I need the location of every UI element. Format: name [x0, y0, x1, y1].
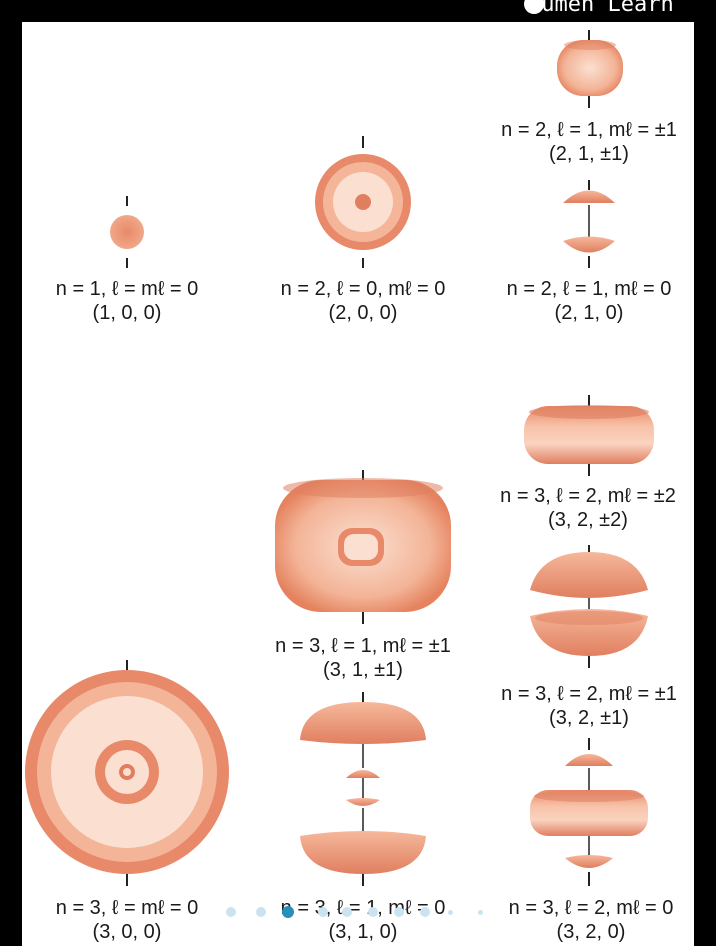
- orbital-2-1-0: [563, 180, 615, 268]
- quantum-numbers: n = 3, ℓ = 2, mℓ = 0: [508, 897, 674, 919]
- pager-dot[interactable]: [478, 910, 483, 915]
- label-3-2-pm2: n = 3, ℓ = 2, mℓ = ±2 (3, 2, ±2): [482, 484, 694, 532]
- pager-dot[interactable]: [420, 907, 430, 917]
- pager-dot[interactable]: [318, 907, 328, 917]
- quantum-numbers: n = 3, ℓ = 1, mℓ = ±1: [275, 635, 451, 657]
- orbital-3-1-0: [300, 692, 426, 886]
- orbital-coords: (3, 1, 0): [328, 921, 398, 943]
- pager-dot[interactable]: [394, 907, 404, 917]
- quantum-numbers: n = 2, ℓ = 1, mℓ = 0: [506, 278, 672, 300]
- orbital-coords: (2, 1, ±1): [549, 143, 629, 165]
- label-3-2-pm1: n = 3, ℓ = 2, mℓ = ±1 (3, 2, ±1): [484, 682, 694, 730]
- orbital-coords: (3, 2, ±2): [548, 509, 628, 531]
- label-2-1-0: n = 2, ℓ = 1, mℓ = 0 (2, 1, 0): [488, 277, 690, 325]
- quantum-numbers: n = 3, ℓ = 2, mℓ = ±1: [501, 683, 677, 705]
- quantum-numbers: n = 2, ℓ = 0, mℓ = 0: [280, 278, 446, 300]
- pager-dot[interactable]: [368, 907, 378, 917]
- logo-icon: [524, 0, 544, 14]
- label-2-1-pm1: n = 2, ℓ = 1, mℓ = ±1 (2, 1, ±1): [484, 118, 694, 166]
- label-3-2-0: n = 3, ℓ = 2, mℓ = 0 (3, 2, 0): [490, 896, 692, 944]
- label-3-1-pm1: n = 3, ℓ = 1, mℓ = ±1 (3, 1, ±1): [258, 634, 468, 682]
- orbital-3-1-pm1: [275, 470, 451, 624]
- orbital-3-2-pm2: [524, 395, 654, 476]
- orbital-3-0-0: [25, 660, 229, 886]
- orbital-1-0-0: [110, 196, 144, 268]
- orbital-3-2-0: [530, 738, 648, 886]
- quantum-numbers: n = 2, ℓ = 1, mℓ = ±1: [501, 119, 677, 141]
- orbital-coords: (3, 0, 0): [92, 921, 162, 943]
- orbital-coords: (3, 2, ±1): [549, 707, 629, 729]
- pager-dot[interactable]: [256, 907, 266, 917]
- orbital-coords: (2, 1, 0): [554, 302, 624, 324]
- quantum-numbers: n = 3, ℓ = mℓ = 0: [55, 897, 199, 919]
- quantum-numbers: n = 1, ℓ = mℓ = 0: [55, 278, 199, 300]
- orbital-2-1-pm1: [557, 30, 623, 108]
- orbital-coords: (2, 0, 0): [328, 302, 398, 324]
- orbital-2-0-0: [315, 136, 411, 268]
- orbital-coords: (3, 1, ±1): [323, 659, 403, 681]
- pager-dot-active[interactable]: [282, 906, 294, 918]
- pager-dot[interactable]: [448, 910, 453, 915]
- pager-dot[interactable]: [226, 907, 236, 917]
- label-2-0-0: n = 2, ℓ = 0, mℓ = 0 (2, 0, 0): [262, 277, 464, 325]
- label-3-0-0: n = 3, ℓ = mℓ = 0 (3, 0, 0): [37, 896, 217, 944]
- orbital-coords: (1, 0, 0): [92, 302, 162, 324]
- brand-text: Lumen Learn: [528, 0, 674, 17]
- label-1-0-0: n = 1, ℓ = mℓ = 0 (1, 0, 0): [37, 277, 217, 325]
- orbital-coords: (3, 2, 0): [556, 921, 626, 943]
- carousel-pager[interactable]: [222, 903, 492, 921]
- orbital-3-2-pm1: [530, 545, 648, 668]
- quantum-numbers: n = 3, ℓ = 2, mℓ = ±2: [500, 485, 676, 507]
- pager-dot[interactable]: [342, 907, 352, 917]
